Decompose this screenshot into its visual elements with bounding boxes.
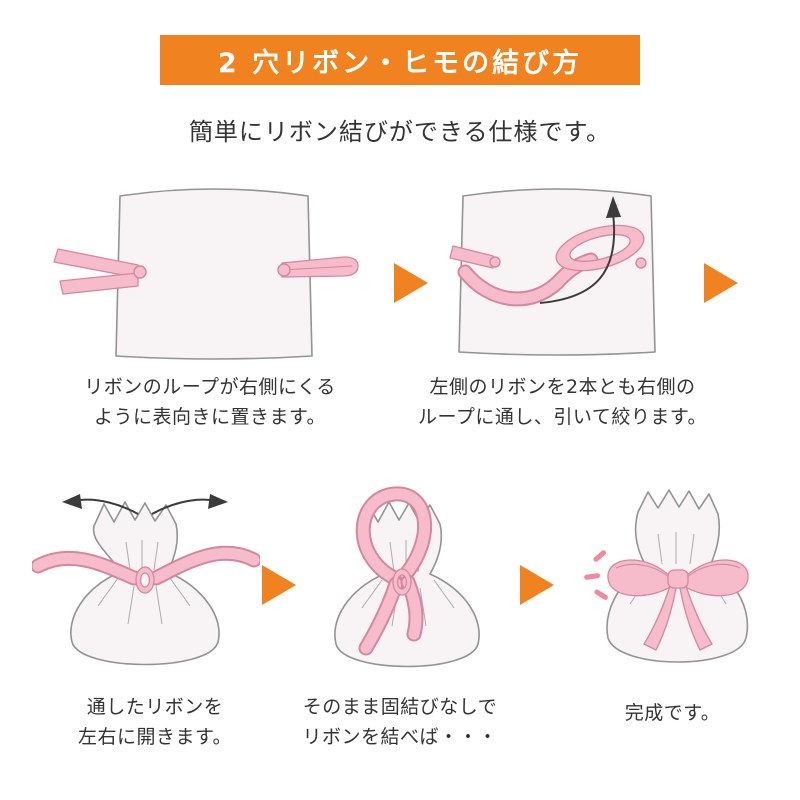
next-step-arrow-icon <box>394 263 428 303</box>
left-grommet <box>133 265 147 279</box>
step5-illustration <box>584 489 749 663</box>
page-title: 2 穴リボン・ヒモの結び方 <box>217 47 583 79</box>
title-banner: 2 穴リボン・ヒモの結び方 <box>160 35 640 85</box>
pull-through-arrow-icon <box>539 196 621 304</box>
next-step-arrow-icon <box>262 565 296 605</box>
spread-ribbon <box>32 545 260 594</box>
next-step-arrow-icon <box>520 565 554 605</box>
gather-lines <box>97 540 191 625</box>
gathered-bag-body <box>70 501 220 666</box>
right-ribbon-loop <box>281 256 359 278</box>
step1-caption: リボンのループが右側にくる ように表向きに置きます。 <box>84 376 336 429</box>
subtitle: 簡単にリボン結びができる仕様です。 <box>188 118 612 146</box>
sparkles-icon <box>584 550 608 600</box>
step3-illustration <box>32 494 260 666</box>
finished-bow <box>607 559 749 651</box>
loop-grommet <box>635 257 647 269</box>
step1-illustration <box>53 188 359 360</box>
step4-caption: そのまま固結びなしで リボンを結べば・・・ <box>302 696 498 749</box>
bag-body <box>115 188 313 360</box>
step4-illustration <box>334 486 480 668</box>
standing-ribbon-loop <box>555 224 645 272</box>
bag-body <box>458 188 656 356</box>
step5-caption: 完成です。 <box>624 702 721 724</box>
right-grommet <box>277 263 291 277</box>
step3-caption: 通したリボンを 左右に開きます。 <box>77 696 233 749</box>
loose-bow-ribbon <box>355 486 433 656</box>
spread-arrows-icon <box>62 494 228 515</box>
step2-illustration <box>449 188 656 356</box>
left-ribbon-tab <box>449 245 501 269</box>
step2-caption: 左側のリボンを2本とも右側の ループに通し、引いて絞ります。 <box>418 376 707 429</box>
next-step-arrow-icon <box>704 263 738 303</box>
